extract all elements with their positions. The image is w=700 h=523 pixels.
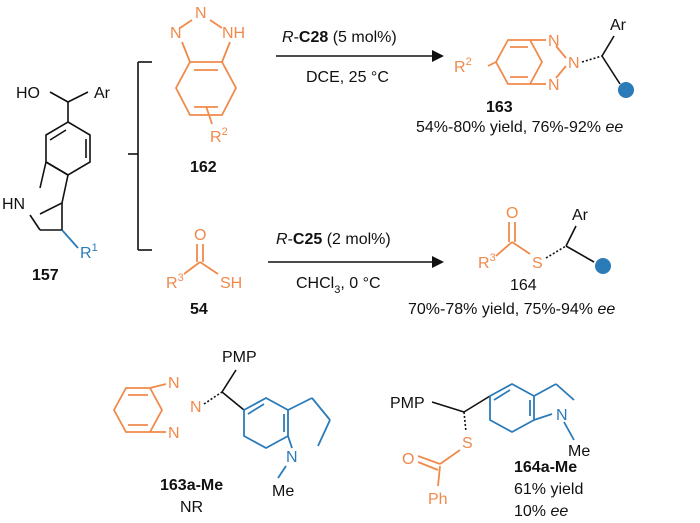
nh-label: NH <box>222 25 245 42</box>
compound-164: O R3 S Ar 164 70%-78% yield, 75%-94% ee <box>408 205 615 318</box>
thiol-label: SH <box>220 275 242 292</box>
indole-nh-label: HN <box>2 196 25 213</box>
compound-164a-me-yield: 61% yield <box>514 481 583 498</box>
n1-163-label: N <box>548 33 560 50</box>
branch-bracket <box>128 61 152 251</box>
pmp-163a-label: PMP <box>222 349 257 366</box>
ph-164a-label: Ph <box>428 491 448 508</box>
n2-163-label: N <box>568 55 580 72</box>
compound-163-number: 163 <box>486 99 513 116</box>
top-catalyst-label: R-C28 (5 mol%) <box>282 29 397 46</box>
pmp-164a-label: PMP <box>390 395 425 412</box>
o-164a-label: O <box>402 451 414 468</box>
r1-label: R1 <box>80 242 98 262</box>
o-164-label: O <box>506 205 518 222</box>
compound-164a-me-ee: 10% ee <box>514 503 568 520</box>
n3-163a-label: N <box>168 425 180 442</box>
compound-162: N N NH R2 162 <box>170 5 245 176</box>
n-left-label: N <box>170 25 182 42</box>
compound-157: HO Ar HN R1 157 <box>2 85 111 284</box>
aryl-label: Ar <box>94 85 111 102</box>
compound-163: R2 N N N Ar 163 54%-80% yield, 76%-92% e… <box>416 17 634 136</box>
compound-164-number: 164 <box>510 277 537 294</box>
n-me-163a-label: N <box>286 449 298 466</box>
n2-163a-label: N <box>190 399 202 416</box>
compound-162-number: 162 <box>190 159 217 176</box>
substituent-dot-164 <box>595 258 611 274</box>
n1-163a-label: N <box>168 375 180 392</box>
bottom-catalyst-label: R-C25 (2 mol%) <box>276 231 391 248</box>
compound-163a-me-number: 163a-Me <box>160 477 223 494</box>
ar-163-label: Ar <box>610 17 627 34</box>
top-conditions: DCE, 25 °C <box>306 69 389 86</box>
bottom-reaction: R-C25 (2 mol%) CHCl3, 0 °C <box>268 231 444 296</box>
me-164a-label: Me <box>568 443 590 460</box>
me-163a-label: Me <box>272 483 294 500</box>
hydroxyl-label: HO <box>16 85 40 102</box>
n3-163-label: N <box>548 77 560 94</box>
compound-54: O R3 SH 54 <box>166 227 242 318</box>
bottom-conditions: CHCl3, 0 °C <box>296 275 381 296</box>
compound-164a-me: PMP N Me S O Ph 164a-Me 61% yield 10% ee <box>390 382 590 520</box>
r2-163-label: R2 <box>454 56 472 76</box>
compound-54-number: 54 <box>190 301 208 318</box>
compound-163-yield: 54%-80% yield, 76%-92% ee <box>416 119 623 136</box>
ar-164-label: Ar <box>572 207 589 224</box>
n-164a-label: N <box>556 407 568 424</box>
compound-163a-me-note: NR <box>180 499 203 516</box>
r2-label: R2 <box>210 126 228 146</box>
s-164-label: S <box>532 255 543 272</box>
r3-164-label: R3 <box>478 252 496 272</box>
compound-164a-me-number: 164a-Me <box>514 459 577 476</box>
r3-label: R3 <box>166 272 184 292</box>
compound-164-yield: 70%-78% yield, 75%-94% ee <box>408 301 615 318</box>
s-164a-label: S <box>462 435 473 452</box>
n-top-label: N <box>195 5 207 22</box>
compound-163a-me: PMP N N N N Me 163a-Me NR <box>112 349 331 516</box>
carbonyl-o-label: O <box>194 227 206 244</box>
substituent-dot-163 <box>618 82 634 98</box>
top-reaction: R-C28 (5 mol%) DCE, 25 °C <box>276 29 444 86</box>
compound-157-number: 157 <box>32 267 59 284</box>
